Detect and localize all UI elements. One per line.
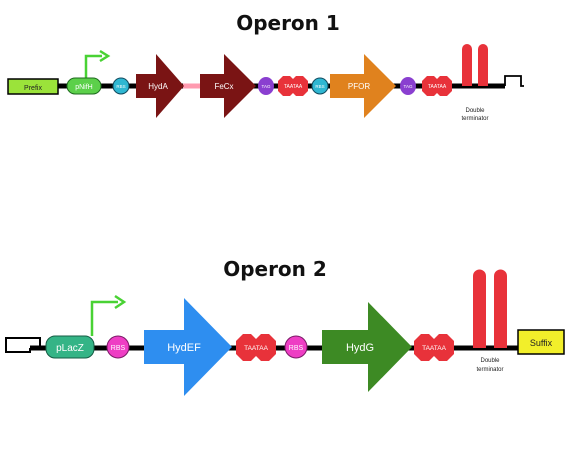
prefix-label: Prefix <box>24 85 42 92</box>
operon2-stop1-label: TAATAA <box>244 345 269 352</box>
operon1-promoter: pNifH <box>66 49 111 95</box>
operon2-suffix: Suffix <box>517 329 565 355</box>
suffix-label: Suffix <box>530 338 553 348</box>
promoter2-arrow-icon <box>90 300 118 336</box>
operon1-title: Operon 1 <box>236 11 340 35</box>
operon1-gene-hyda: HydA <box>136 54 184 118</box>
operon1-tag2: TAG <box>400 77 416 95</box>
promoter-arrow-icon <box>84 54 102 80</box>
operon1-double-terminator: Double terminator <box>461 44 489 122</box>
operon2-gene-hydg: HydG <box>322 302 412 392</box>
hyda-label: HydA <box>148 82 168 91</box>
operon1-prefix: Prefix <box>7 78 59 95</box>
operon1-gene-fecx: FeCx <box>200 54 256 118</box>
promoter2-label: pLacZ <box>56 343 84 354</box>
terminator1-label-line2: terminator <box>461 116 488 122</box>
operon2-promoter: pLacZ <box>45 294 127 359</box>
operon1-gene-pfor: PFOR <box>330 54 396 118</box>
promoter-label: pNifH <box>75 84 93 91</box>
fecx-label: FeCx <box>214 82 233 91</box>
pfor-label: PFOR <box>348 82 370 91</box>
operon1-end-cap-icon <box>504 75 524 87</box>
operon1-rbs2: RBS <box>311 77 329 95</box>
rbs2-label: RBS <box>315 84 324 89</box>
operon2-rbs2-label: RBS <box>289 345 304 352</box>
terminator2-label-line1: Double <box>480 358 500 364</box>
hydef-label: HydEF <box>167 342 201 354</box>
operon2-double-terminator: Double terminator <box>473 269 507 373</box>
operon2-stop2-label: TAATAA <box>422 345 447 352</box>
operon1-stop1: TAATAA <box>278 76 308 96</box>
operon2-rbs1-label: RBS <box>111 345 126 352</box>
operon2-start-cap-icon <box>5 337 41 353</box>
operon2-stop1: TAATAA <box>236 334 276 361</box>
stop1-label: TAATAA <box>284 84 303 90</box>
rbs1-label: RBS <box>116 84 125 89</box>
operon2-gene-hydef: HydEF <box>144 298 232 396</box>
operon2-title: Operon 2 <box>223 257 327 281</box>
hydg-label: HydG <box>346 342 374 354</box>
terminator2-label-line2: terminator <box>476 367 503 373</box>
promoter-arrowhead-icon <box>99 49 111 63</box>
stop2-label: TAATAA <box>428 84 447 90</box>
operon2-stop2: TAATAA <box>414 334 454 361</box>
operon1-stop2: TAATAA <box>422 76 452 96</box>
operon2-rbs2: RBS <box>284 335 308 359</box>
operon2-rbs1: RBS <box>106 335 130 359</box>
operon1-tag1: TAG <box>258 77 274 95</box>
tag1-label: TAG <box>262 84 271 89</box>
promoter2-arrowhead-icon <box>114 294 127 310</box>
operon1-rbs1: RBS <box>112 77 130 95</box>
terminator1-label-line1: Double <box>465 108 485 114</box>
tag2-label: TAG <box>404 84 413 89</box>
